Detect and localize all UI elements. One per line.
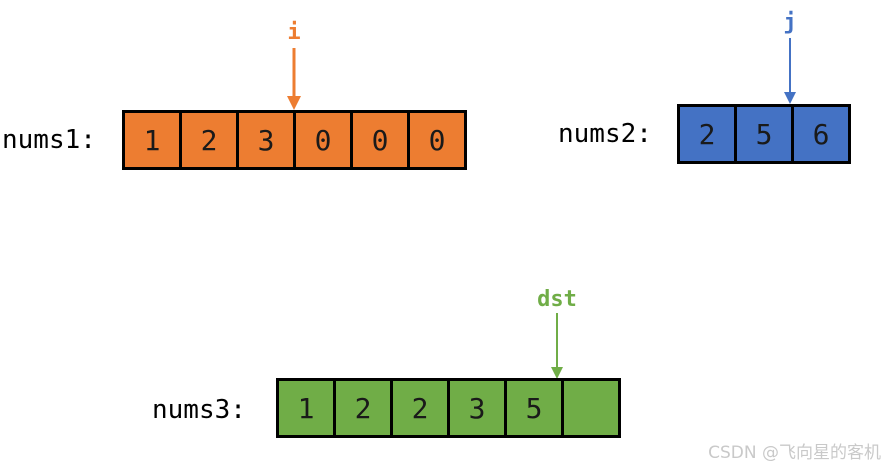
nums3-cell-3: 3 — [447, 378, 507, 438]
j-pointer-arrow-icon — [784, 38, 796, 104]
nums1-cell-0: 1 — [122, 110, 182, 170]
csdn-watermark: CSDN @飞向星的客机 — [708, 443, 881, 463]
array-nums1: 1 2 3 0 0 0 — [122, 110, 467, 170]
nums3-cell-4: 5 — [504, 378, 564, 438]
pointer-label-j: j — [783, 10, 797, 35]
dst-pointer-arrow-icon — [551, 313, 563, 379]
nums3-cell-2: 2 — [390, 378, 450, 438]
array-label-nums3: nums3: — [152, 395, 246, 425]
nums1-cell-5: 0 — [407, 110, 467, 170]
nums3-cell-1: 2 — [333, 378, 393, 438]
nums2-cell-1: 5 — [734, 104, 794, 164]
nums1-cell-3: 0 — [293, 110, 353, 170]
pointer-label-dst: dst — [537, 287, 577, 312]
nums1-cell-4: 0 — [350, 110, 410, 170]
nums1-cell-1: 2 — [179, 110, 239, 170]
nums3-cell-5 — [561, 378, 621, 438]
array-label-nums1: nums1: — [2, 125, 96, 155]
nums2-cell-0: 2 — [677, 104, 737, 164]
i-pointer-arrow-icon — [287, 48, 301, 110]
array-nums3: 1 2 2 3 5 — [276, 378, 621, 438]
array-label-nums2: nums2: — [558, 119, 652, 149]
pointer-label-i: i — [287, 20, 301, 45]
array-nums2: 2 5 6 — [677, 104, 851, 164]
nums3-cell-0: 1 — [276, 378, 336, 438]
nums2-cell-2: 6 — [791, 104, 851, 164]
nums1-cell-2: 3 — [236, 110, 296, 170]
